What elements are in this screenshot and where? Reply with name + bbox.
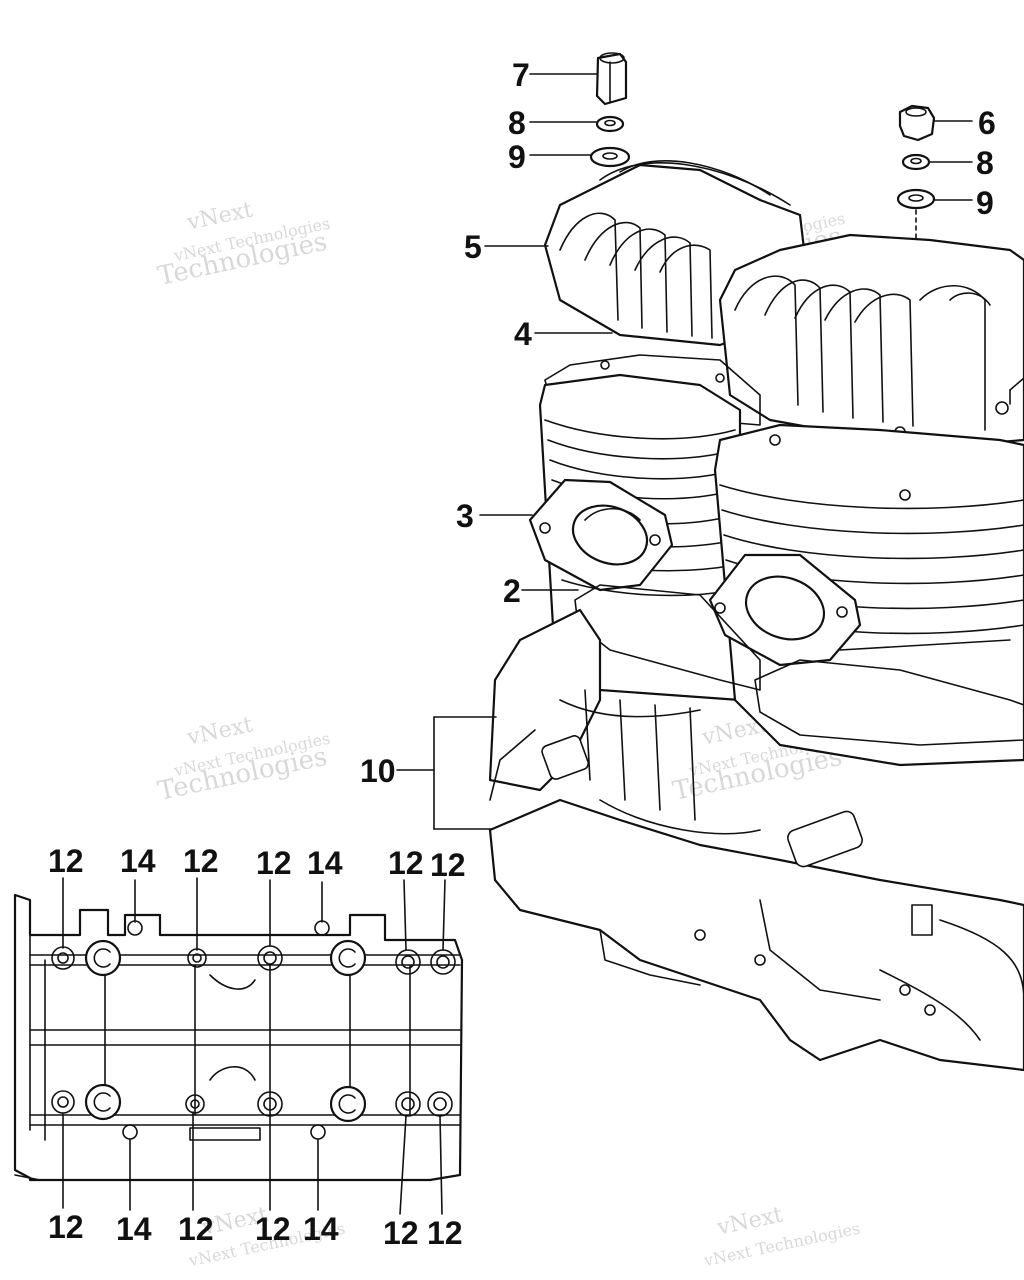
washer-8-left-drawing xyxy=(595,115,625,133)
callout-12-bottom-1: 12 xyxy=(48,1209,84,1245)
callout-7: 7 xyxy=(512,57,530,93)
leader-lines xyxy=(62,73,1024,1215)
washer-8-right-drawing xyxy=(901,153,931,171)
callout-12-top-1: 12 xyxy=(48,843,84,879)
callout-3: 3 xyxy=(456,498,474,534)
callout-12-top-2: 12 xyxy=(183,843,219,879)
watermark-6: vNext vNext Technologies xyxy=(701,1202,861,1270)
callout-12-top-4: 12 xyxy=(388,845,424,881)
callout-12-top-5: 12 xyxy=(430,847,466,883)
callout-12-bottom-5: 12 xyxy=(427,1215,463,1251)
watermark-3: vNext vNext Technologies Technologies xyxy=(155,712,331,806)
callout-12-bottom-4: 12 xyxy=(383,1215,419,1251)
callout-14-bottom-1: 14 xyxy=(116,1211,152,1247)
watermark-3-line1: vNext xyxy=(184,712,255,750)
cylinder-head-right-drawing xyxy=(718,233,1024,447)
callout-8-left: 8 xyxy=(508,105,526,141)
intake-flange-right-drawing xyxy=(708,553,862,667)
crankcase-drawing xyxy=(488,608,1024,1072)
callouts-bottom-bottom-row: 12 14 12 12 14 12 12 xyxy=(48,1209,463,1251)
callout-14-top-2: 14 xyxy=(307,845,343,881)
washer-9-right-drawing xyxy=(896,188,936,210)
callout-14-bottom-2: 14 xyxy=(303,1211,339,1247)
callout-10: 10 xyxy=(360,753,396,789)
watermark-6-line1: vNext xyxy=(714,1202,785,1240)
washer-9-left-drawing xyxy=(589,146,631,168)
intake-flange-3-drawing xyxy=(528,478,674,592)
nut-7-drawing xyxy=(595,52,628,106)
callout-8-right: 8 xyxy=(976,145,994,181)
callout-12-bottom-2: 12 xyxy=(178,1211,214,1247)
callout-12-top-3: 12 xyxy=(256,845,292,881)
callouts-bottom-top-row: 12 14 12 12 14 12 12 xyxy=(48,843,466,883)
callout-6: 6 xyxy=(978,105,996,141)
nut-6-drawing xyxy=(898,104,936,142)
callout-14-top-1: 14 xyxy=(120,843,156,879)
callout-12-bottom-3: 12 xyxy=(255,1211,291,1247)
callouts-main: 7 8 9 6 8 9 5 4 3 2 10 xyxy=(360,57,996,789)
crankcase-bottom-view-drawing xyxy=(13,893,464,1182)
watermark-1-line1: vNext xyxy=(184,197,255,235)
callout-4: 4 xyxy=(514,316,532,352)
watermark-1: vNext vNext Technologies Technologies xyxy=(155,197,331,291)
callout-9-right: 9 xyxy=(976,185,994,221)
callout-2: 2 xyxy=(503,573,521,609)
callout-9-left: 9 xyxy=(508,139,526,175)
callout-5: 5 xyxy=(464,229,482,265)
